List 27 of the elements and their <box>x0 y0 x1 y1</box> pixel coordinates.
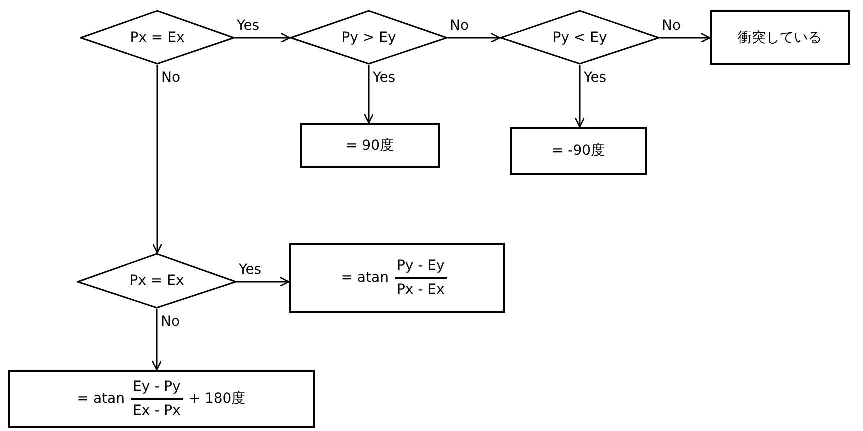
arrow <box>152 65 163 254</box>
process-box <box>510 127 647 175</box>
fraction-numerator: Py - Ey <box>394 258 447 279</box>
arrow <box>237 276 290 288</box>
arrow <box>235 32 291 44</box>
formula-text: + 180度 <box>188 390 246 408</box>
arrow <box>660 32 711 44</box>
node-text: = 90度 <box>346 136 394 154</box>
process-box <box>300 123 440 168</box>
node-text: Px = Ex <box>130 30 185 46</box>
arrow <box>448 32 501 44</box>
process-box <box>8 370 315 428</box>
fraction-numerator: Ey - Py <box>130 379 183 400</box>
node-text: Py > Ey <box>342 30 396 46</box>
node-text: = -90度 <box>552 142 606 160</box>
arrow <box>152 309 162 371</box>
process-box <box>289 243 505 313</box>
node-text: 衝突している <box>738 28 822 46</box>
formula-text: = atan <box>77 391 125 407</box>
process-box <box>710 10 850 65</box>
node-text: Px = Ex <box>130 273 184 289</box>
node-text: Py < Ey <box>552 30 608 46</box>
fraction-denominator: Ex - Px <box>132 402 182 419</box>
arrow <box>574 65 586 128</box>
formula-text: = atan <box>341 270 389 286</box>
fraction-denominator: Px - Ex <box>396 281 446 298</box>
arrow <box>364 65 374 124</box>
